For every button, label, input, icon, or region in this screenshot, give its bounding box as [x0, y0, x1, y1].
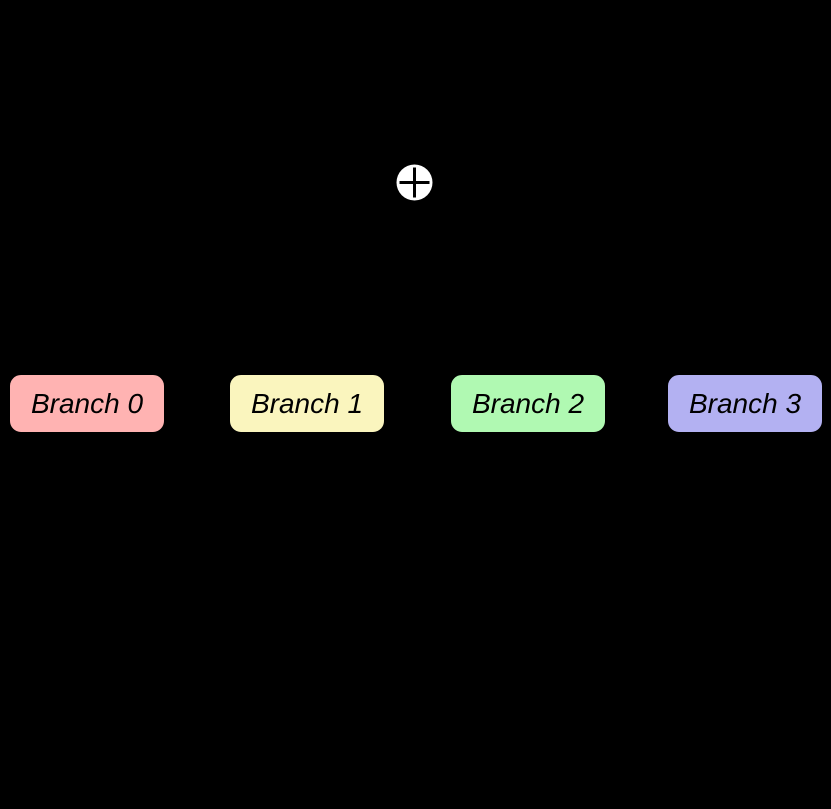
branch-label-3: Branch 3 — [688, 387, 802, 419]
branch-node-3: Branch 3 — [666, 373, 824, 434]
branch-label-0: Branch 0 — [30, 387, 144, 419]
circled-plus-icon — [396, 164, 433, 201]
plus-glyph — [399, 167, 430, 198]
branch-node-1: Branch 1 — [228, 373, 386, 434]
sum-node — [396, 164, 433, 201]
branch-node-0: Branch 0 — [8, 373, 166, 434]
branch-label-1: Branch 1 — [250, 387, 364, 419]
branch-label-2: Branch 2 — [471, 387, 585, 419]
branch-node-2: Branch 2 — [449, 373, 607, 434]
